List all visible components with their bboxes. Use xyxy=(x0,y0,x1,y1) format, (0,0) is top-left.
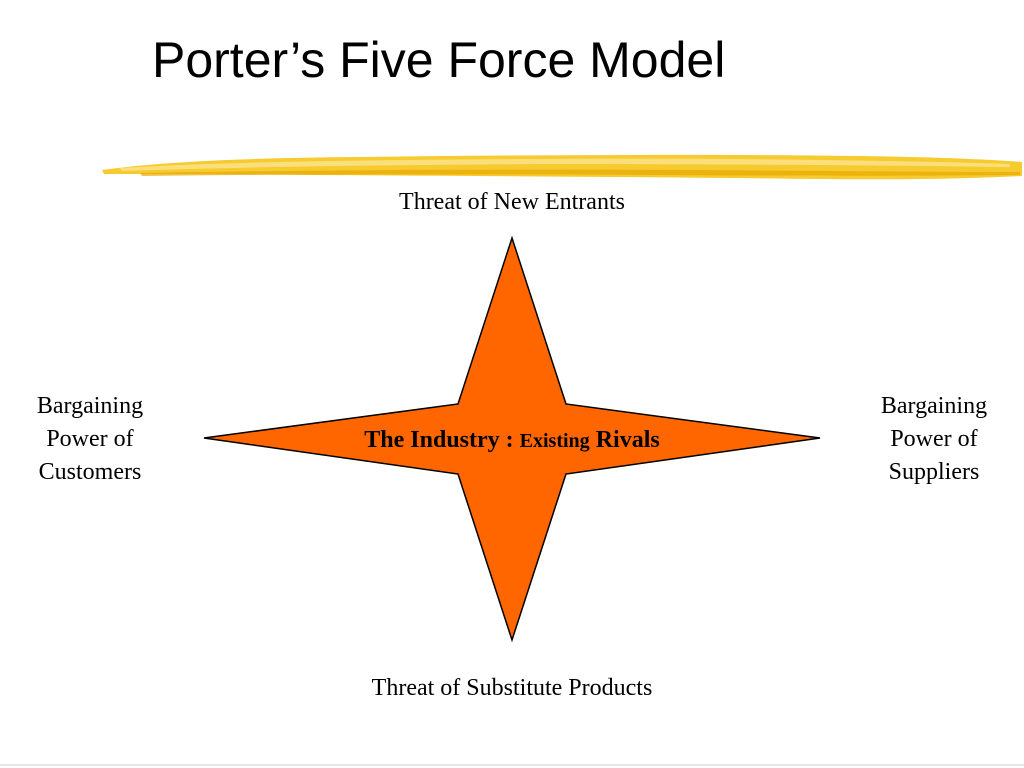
bargaining-power-of-suppliers-label: Bargaining Power of Suppliers xyxy=(854,390,1014,489)
center-label-part-3: Rivals xyxy=(589,427,660,453)
four-point-star-shape xyxy=(203,235,821,643)
threat-of-new-entrants-label: Threat of New Entrants xyxy=(399,189,625,215)
customers-label-line-2: Power of xyxy=(46,426,134,452)
customers-label-line-3: Customers xyxy=(38,459,142,485)
center-label-part-1: The Industry : xyxy=(364,427,520,453)
threat-of-substitute-products-label: Threat of Substitute Products xyxy=(371,675,653,701)
industry-existing-rivals-label: The Industry : Existing Rivals xyxy=(262,422,762,459)
brush-stroke-highlight xyxy=(120,158,1010,171)
suppliers-label-line-2: Power of xyxy=(890,426,978,452)
suppliers-label-line-3: Suppliers xyxy=(888,459,980,485)
bargaining-power-of-customers-label: Bargaining Power of Customers xyxy=(10,390,170,489)
center-label-part-2: Existing xyxy=(519,430,590,452)
suppliers-label-line-1: Bargaining xyxy=(880,393,988,419)
customers-label-line-1: Bargaining xyxy=(36,393,144,419)
bottom-divider xyxy=(0,764,1024,766)
yellow-brush-stroke-divider xyxy=(102,154,1022,180)
slide-title: Porter’s Five Force Model xyxy=(152,32,726,88)
brush-stroke-dark xyxy=(140,169,1020,176)
